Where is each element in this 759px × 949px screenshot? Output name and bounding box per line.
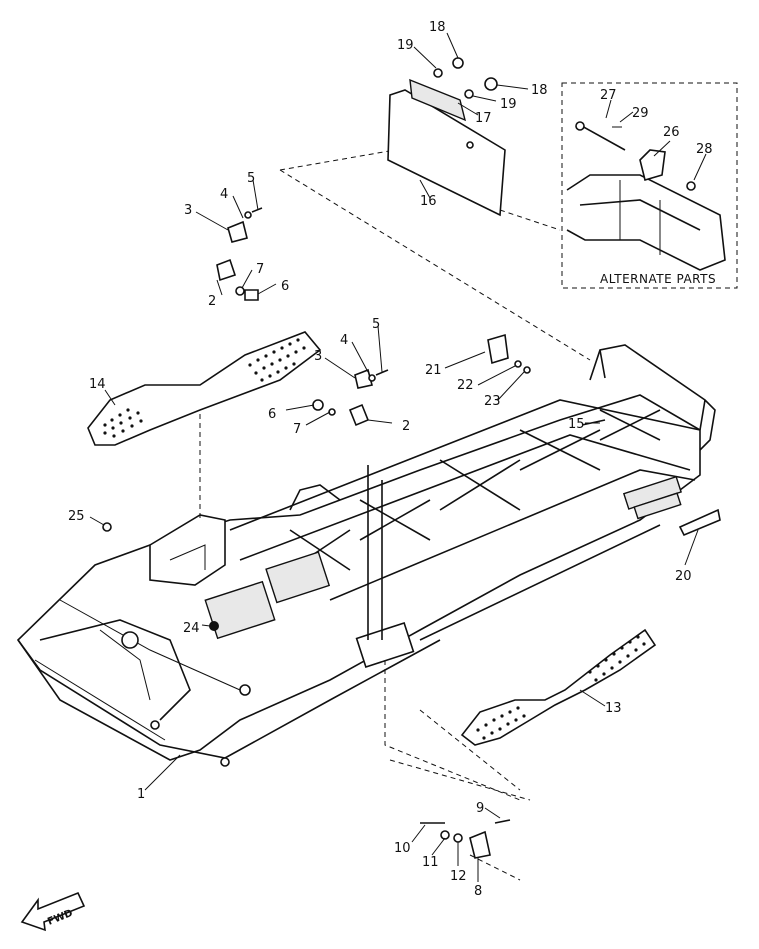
hardware-parts [102,57,721,859]
projection-lines [199,149,591,881]
part-number-2-lower: 2 [402,419,410,434]
part-number-19-right: 19 [500,97,517,112]
part-number-18-right: 18 [531,83,548,98]
part-number-1: 1 [137,787,145,802]
part-number-7-lower: 7 [293,422,301,437]
part-number-6-upper: 6 [281,279,289,294]
part-number-3-upper: 3 [184,203,192,218]
part-number-16: 16 [420,194,437,209]
part-number-18-upper: 18 [429,20,446,35]
part-number-26: 26 [663,125,680,140]
part-number-29: 29 [632,106,649,121]
part-number-17: 17 [475,111,492,126]
running-board-left [87,331,322,446]
part-number-27: 27 [600,88,617,103]
part-number-22: 22 [457,378,474,393]
part-number-13: 13 [605,701,622,716]
part-number-4-upper: 4 [220,187,228,202]
part-number-19-upper: 19 [397,38,414,53]
running-board-right [460,628,657,746]
part-number-4-lower: 4 [340,333,348,348]
part-number-8: 8 [474,884,482,899]
part-number-10: 10 [394,841,411,856]
part-number-7-upper: 7 [256,262,264,277]
part-number-28: 28 [696,142,713,157]
part-number-5-upper: 5 [247,171,255,186]
chassis-frame [16,344,716,767]
fwd-arrow: FWD [20,891,86,932]
license-plate-flap [387,78,506,217]
alternate-parts-box: ALTERNATE PARTS [561,82,738,289]
part-number-24: 24 [183,621,200,636]
part-number-labels: 1 2 2 3 3 4 4 5 5 6 6 7 7 8 9 10 11 12 1… [68,20,713,899]
part-number-23: 23 [484,394,501,409]
part-number-20: 20 [675,569,692,584]
part-number-21: 21 [425,363,442,378]
part-number-5-lower: 5 [372,317,380,332]
part-number-3-lower: 3 [314,349,322,364]
part-number-9: 9 [476,801,484,816]
part-number-25: 25 [68,509,85,524]
part-number-14: 14 [89,377,106,392]
part-number-12: 12 [450,869,467,884]
part-number-11: 11 [422,855,439,870]
alternate-parts-label: ALTERNATE PARTS [600,272,716,286]
label-leaders [89,32,707,882]
part-number-6-lower: 6 [268,407,276,422]
part-number-15: 15 [568,417,585,432]
part-number-2-upper: 2 [208,294,216,309]
